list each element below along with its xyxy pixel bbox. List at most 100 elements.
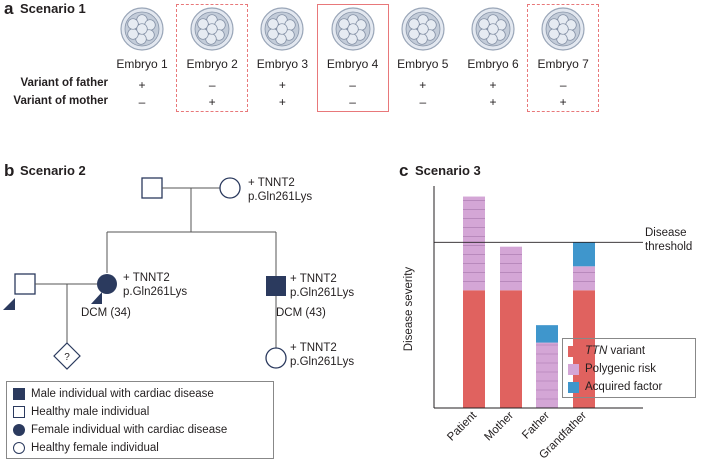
father-variant-sign: + xyxy=(278,78,286,92)
x-tick-label: Mother xyxy=(482,410,516,444)
daughter-proband-arrow-icon xyxy=(91,292,102,304)
mother-variant-sign: + xyxy=(489,95,497,109)
bar-segment-polygenic-risk xyxy=(536,342,558,408)
ttn-swatch xyxy=(568,345,579,357)
daughter-symbol xyxy=(97,274,117,294)
x-tick-label: Patient xyxy=(445,409,479,443)
legend-label: Female individual with cardiac disease xyxy=(31,424,228,436)
father-variant-sign: + xyxy=(489,78,497,92)
grandfather-symbol xyxy=(141,177,163,199)
threshold-label-line2: threshold xyxy=(645,241,693,253)
mother-variant-sign: + xyxy=(278,95,286,109)
legend-item-polygenic: Polygenic risk xyxy=(568,360,690,378)
legend-label: Healthy female individual xyxy=(31,442,159,454)
son-diagnosis: DCM (43) xyxy=(276,307,326,319)
father-variant-sign: + xyxy=(419,78,427,92)
threshold-label-line1: Disease xyxy=(645,227,687,239)
x-tick-label: Father xyxy=(520,410,552,442)
panel-c-title: Scenario 3 xyxy=(415,163,481,178)
fetus-label: ? xyxy=(64,352,70,363)
mother-variant-sign: – xyxy=(419,95,427,109)
embryo-label: Embryo 7 xyxy=(537,57,589,71)
father-row-label: Variant of father xyxy=(20,77,108,89)
grandmother-symbol xyxy=(219,177,241,199)
grandmother-protein: p.Gln261Lys xyxy=(248,191,313,203)
embryo-label: Embryo 4 xyxy=(326,57,379,71)
empty-circle-icon xyxy=(13,442,25,454)
legend-label: Polygenic risk xyxy=(585,363,656,375)
embryo-icon xyxy=(120,7,164,51)
legend-label: Acquired factor xyxy=(585,381,663,393)
embryo-icon xyxy=(190,7,234,51)
mother-row-label: Variant of mother xyxy=(13,95,108,107)
daughter-diagnosis: DCM (34) xyxy=(81,307,131,319)
daughter-variant: + TNNT2 xyxy=(123,272,170,284)
father-variant-sign: + xyxy=(138,78,146,92)
legend-label: TTN variant xyxy=(585,345,645,357)
threshold-label: Disease threshold xyxy=(645,226,692,254)
father-variant-sign: – xyxy=(208,78,216,92)
legend-item-female-affected: Female individual with cardiac disease xyxy=(13,421,267,439)
legend-item-male-affected: Male individual with cardiac disease xyxy=(13,385,267,403)
legend-label: Male individual with cardiac disease xyxy=(31,388,214,400)
bar-segment-polygenic-risk xyxy=(463,196,485,291)
granddaughter-variant: + TNNT2 xyxy=(290,342,337,354)
empty-square-icon xyxy=(13,406,25,418)
filled-circle-icon xyxy=(13,424,25,436)
grandmother-variant: + TNNT2 xyxy=(248,177,295,189)
embryo-highlight-box xyxy=(176,4,249,112)
embryo-label: Embryo 6 xyxy=(467,57,519,71)
embryo-icon xyxy=(260,7,304,51)
bar-segment-polygenic-risk xyxy=(500,246,522,291)
granddaughter-protein: p.Gln261Lys xyxy=(290,356,355,368)
panel-a-title: Scenario 1 xyxy=(20,1,86,16)
bar-segment-ttn-variant xyxy=(573,290,595,408)
granddaughter-genotype: + TNNT2 p.Gln261Lys xyxy=(290,341,354,369)
embryo-icon xyxy=(471,7,515,51)
panel-b-title: Scenario 2 xyxy=(20,163,86,178)
spouse-symbol xyxy=(14,273,36,295)
legend-item-female-healthy: Healthy female individual xyxy=(13,439,267,457)
bar-segment-acquired-factor xyxy=(573,242,595,267)
daughter-genotype: + TNNT2 p.Gln261Lys xyxy=(123,271,187,299)
embryo-highlight-box xyxy=(316,4,389,112)
mother-variant-sign: – xyxy=(138,95,146,109)
bar-segment-ttn-variant xyxy=(463,290,485,408)
father-variant-sign: – xyxy=(559,78,567,92)
panel-a-letter: a xyxy=(4,0,14,18)
pedigree-legend: Male individual with cardiac disease Hea… xyxy=(6,381,274,459)
legend-item-ttn: TTN variant xyxy=(568,342,690,360)
embryo-icon xyxy=(401,7,445,51)
daughter-protein: p.Gln261Lys xyxy=(123,286,188,298)
bar-segment-polygenic-risk xyxy=(573,266,595,291)
severity-legend: TTN variant Polygenic risk Acquired fact… xyxy=(562,338,696,398)
son-variant: + TNNT2 xyxy=(290,273,337,285)
father-variant-sign: – xyxy=(349,78,356,92)
panel-b-letter: b xyxy=(4,161,15,180)
bar-segment-ttn-variant xyxy=(500,290,522,408)
mother-variant-sign: – xyxy=(349,95,356,109)
legend-item-acquired: Acquired factor xyxy=(568,378,690,396)
embryo-label: Embryo 2 xyxy=(186,57,238,71)
granddaughter-symbol xyxy=(265,347,287,369)
son-protein: p.Gln261Lys xyxy=(290,287,355,299)
pedigree-chart: ? xyxy=(3,177,287,370)
embryo-label: Embryo 1 xyxy=(116,57,168,71)
embryo-icon xyxy=(541,7,585,51)
bar-segment-acquired-factor xyxy=(536,325,558,343)
son-symbol xyxy=(266,276,286,296)
son-genotype: + TNNT2 p.Gln261Lys xyxy=(290,272,354,300)
y-axis-label: Disease severity xyxy=(403,267,415,352)
ttn-gene-name: TTN xyxy=(585,345,608,357)
mother-variant-sign: + xyxy=(208,95,216,109)
legend-label: Healthy male individual xyxy=(31,406,150,418)
embryo-icon xyxy=(330,7,375,51)
polygenic-swatch xyxy=(568,363,579,375)
ttn-rest: variant xyxy=(607,345,646,357)
embryo-highlight-box xyxy=(527,4,600,112)
spouse-proband-arrow-icon xyxy=(3,298,15,310)
mother-variant-sign: + xyxy=(559,95,567,109)
panel-c-letter: c xyxy=(399,161,409,180)
filled-square-icon xyxy=(13,388,25,400)
